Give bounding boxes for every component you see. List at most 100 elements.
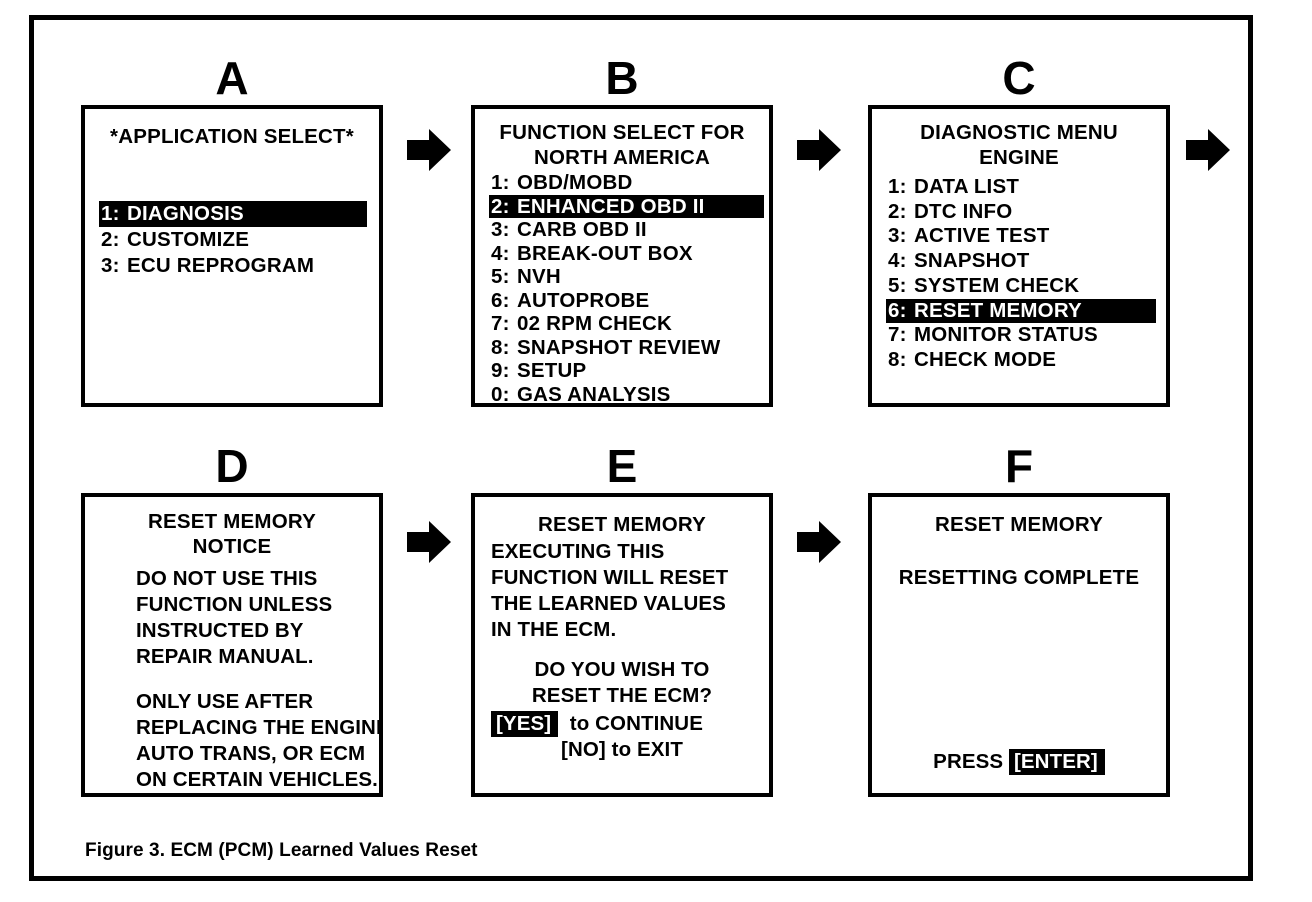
menu-item-label: CARB OBD II bbox=[517, 218, 647, 241]
menu-item-index: 1: bbox=[888, 175, 907, 198]
menu-item-carb-obd-ii[interactable]: 3:CARB OBD II bbox=[489, 218, 764, 242]
screen-function-select: FUNCTION SELECT FOR NORTH AMERICA 1:OBD/… bbox=[471, 105, 773, 407]
menu-item-snapshot-review[interactable]: 8: SNAPSHOT REVIEW bbox=[489, 336, 764, 360]
yes-action-label: to CONTINUE bbox=[569, 712, 703, 735]
screen-d-body: DO NOT USE THIS FUNCTION UNLESS INSTRUCT… bbox=[136, 566, 383, 793]
right-arrow-icon bbox=[407, 521, 451, 563]
menu-item-check-mode[interactable]: 8: CHECK MODE bbox=[886, 348, 1156, 373]
menu-item-label: GAS ANALYSIS bbox=[517, 382, 671, 406]
menu-item-label: NVH bbox=[517, 265, 561, 288]
menu-item-label: ENHANCED OBD II bbox=[517, 194, 705, 218]
notice-line: REPLACING THE ENGINE, bbox=[136, 716, 383, 739]
menu-item-label: SETUP bbox=[517, 359, 587, 382]
menu-item-index: 8: bbox=[888, 347, 907, 371]
yes-option-row[interactable]: [YES] to CONTINUE bbox=[491, 711, 703, 737]
right-arrow-icon bbox=[797, 521, 841, 563]
menu-item-label: BREAK-OUT BOX bbox=[517, 241, 693, 265]
menu-item-index: 9: bbox=[491, 359, 510, 382]
right-arrow-icon bbox=[1186, 129, 1230, 171]
menu-item-label: ECU REPROGRAM bbox=[127, 254, 315, 277]
no-action-label: to EXIT bbox=[611, 738, 683, 761]
menu-item-label: CHECK MODE bbox=[914, 347, 1057, 371]
screen-d-title-line1: RESET MEMORY bbox=[148, 510, 316, 533]
screen-c-title-line1: DIAGNOSTIC MENU bbox=[920, 121, 1118, 144]
menu-item-o2-rpm-check[interactable]: 7: 02 RPM CHECK bbox=[489, 312, 764, 336]
menu-item-reset-memory[interactable]: 6:RESET MEMORY bbox=[886, 298, 1156, 324]
menu-item-gas-analysis[interactable]: 0:GAS ANALYSIS bbox=[489, 382, 764, 406]
menu-item-diagnosis[interactable]: 1: DIAGNOSIS bbox=[99, 201, 367, 227]
menu-item-customize[interactable]: 2:CUSTOMIZE bbox=[99, 227, 367, 253]
panel-letter-d: D bbox=[215, 440, 249, 492]
right-arrow-icon bbox=[407, 129, 451, 171]
menu-item-label: SNAPSHOT REVIEW bbox=[517, 335, 721, 359]
panel-letter-f: F bbox=[1004, 440, 1034, 492]
screen-e-body: EXECUTING THIS FUNCTION WILL RESET THE L… bbox=[491, 539, 765, 643]
menu-item-index: 4: bbox=[491, 241, 510, 265]
screen-e-question: DO YOU WISH TO RESET THE ECM? bbox=[475, 657, 769, 709]
panel-letter-c: C bbox=[1002, 52, 1036, 104]
menu-item-index: 5: bbox=[888, 273, 907, 297]
menu-item-index: 2: bbox=[491, 194, 510, 218]
enter-key-badge[interactable]: [ENTER] bbox=[1008, 749, 1105, 775]
menu-item-setup[interactable]: 9: SETUP bbox=[489, 359, 764, 383]
notice-line: ON CERTAIN VEHICLES. bbox=[136, 768, 378, 791]
menu-item-index: 3: bbox=[888, 224, 907, 248]
menu-item-ecu-reprogram[interactable]: 3: ECU REPROGRAM bbox=[99, 253, 367, 279]
menu-item-snapshot[interactable]: 4: SNAPSHOT bbox=[886, 249, 1156, 274]
notice-line: ONLY USE AFTER bbox=[136, 690, 314, 713]
screen-application-select: *APPLICATION SELECT* 1:DIAGNOSIS 2:CUSTO… bbox=[81, 105, 383, 407]
diagnostic-menu: 1: DATA LIST 2: DTC INFO 3: ACTIVE TEST 4: S… bbox=[886, 175, 1156, 373]
menu-item-label: ACTIVE TEST bbox=[914, 224, 1050, 248]
menu-item-data-list[interactable]: 1: DATA LIST bbox=[886, 175, 1156, 200]
screen-d-title-line2: NOTICE bbox=[192, 535, 272, 558]
menu-item-label: DATA LIST bbox=[914, 175, 1020, 198]
no-key-badge[interactable]: [NO] bbox=[561, 738, 606, 761]
menu-item-label: DTC INFO bbox=[914, 199, 1013, 223]
menu-item-system-check[interactable]: 5: SYSTEM CHECK bbox=[886, 274, 1156, 299]
menu-item-label: SYSTEM CHECK bbox=[914, 273, 1080, 297]
menu-item-autoprobe[interactable]: 6:AUTOPROBE bbox=[489, 289, 764, 313]
menu-item-label: DIAGNOSIS bbox=[127, 202, 244, 225]
menu-item-index: 2: bbox=[888, 199, 907, 223]
menu-item-index: 3: bbox=[101, 254, 120, 277]
screen-b-title-line2: NORTH AMERICA bbox=[533, 146, 711, 169]
menu-item-index: 2: bbox=[101, 228, 120, 251]
application-select-menu: 1: DIAGNOSIS 2:CUSTOMIZE 3: ECU REPROGRAM bbox=[99, 201, 367, 279]
press-enter-row[interactable]: PRESS [ENTER] bbox=[872, 749, 1166, 775]
notice-line: AUTO TRANS, OR ECM bbox=[136, 742, 366, 765]
menu-item-label: SNAPSHOT bbox=[914, 249, 1030, 273]
menu-item-index: 1: bbox=[101, 202, 120, 225]
confirm-line: THE LEARNED VALUES bbox=[491, 592, 726, 615]
screen-f-message: RESETTING COMPLETE bbox=[898, 566, 1140, 589]
screen-reset-memory-confirm: RESET MEMORY EXECUTING THIS FUNCTION WIL… bbox=[471, 493, 773, 797]
screen-diagnostic-menu: DIAGNOSTIC MENU ENGINE 1: DATA LIST 2: DTC… bbox=[868, 105, 1170, 407]
screen-c-title: DIAGNOSTIC MENU ENGINE bbox=[872, 120, 1166, 170]
menu-item-index: 7: bbox=[888, 323, 907, 347]
screen-c-title-line2: ENGINE bbox=[979, 146, 1059, 169]
screen-b-title: FUNCTION SELECT FOR NORTH AMERICA bbox=[475, 120, 769, 170]
menu-item-index: 7: bbox=[491, 312, 510, 335]
menu-item-break-out-box[interactable]: 4: BREAK-OUT BOX bbox=[489, 242, 764, 266]
screen-b-title-line1: FUNCTION SELECT FOR bbox=[499, 121, 745, 144]
menu-item-label: AUTOPROBE bbox=[517, 288, 650, 312]
screen-d-title: RESET MEMORY NOTICE bbox=[85, 509, 379, 559]
panel-letter-e: E bbox=[606, 440, 638, 492]
yes-key-badge[interactable]: [YES] bbox=[491, 711, 559, 737]
menu-item-label: OBD/MOBD bbox=[517, 171, 633, 194]
menu-item-active-test[interactable]: 3: ACTIVE TEST bbox=[886, 224, 1156, 249]
panel-letter-b: B bbox=[605, 52, 639, 104]
menu-item-monitor-status[interactable]: 7: MONITOR STATUS bbox=[886, 323, 1156, 348]
menu-item-enhanced-obd-ii[interactable]: 2: ENHANCED OBD II bbox=[489, 194, 764, 218]
menu-item-nvh[interactable]: 5:NVH bbox=[489, 265, 764, 289]
press-label: PRESS bbox=[933, 750, 1004, 773]
notice-line: FUNCTION UNLESS bbox=[136, 593, 333, 616]
menu-item-dtc-info[interactable]: 2: DTC INFO bbox=[886, 200, 1156, 225]
menu-item-label: 02 RPM CHECK bbox=[517, 312, 673, 335]
menu-item-index: 4: bbox=[888, 249, 907, 273]
notice-line: INSTRUCTED BY bbox=[136, 619, 304, 642]
menu-item-obd-mobd[interactable]: 1:OBD/MOBD bbox=[489, 171, 764, 195]
menu-item-index: 8: bbox=[491, 335, 510, 359]
menu-item-label: MONITOR STATUS bbox=[914, 323, 1098, 347]
no-option-row[interactable]: [NO] to EXIT bbox=[475, 737, 769, 763]
